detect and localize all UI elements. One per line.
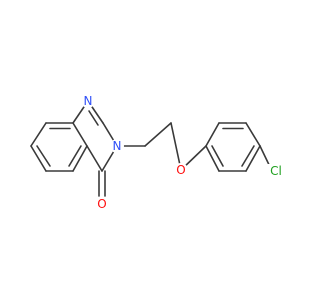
atom-o-ether-label: O: [176, 163, 185, 177]
atom-cl: Cl: [266, 164, 284, 179]
molecule-structure-canvas: N N O O Cl: [30, 94, 284, 211]
bond-layer: [30, 100, 273, 197]
bond-benzo-4: [72, 145, 88, 172]
bond-benzo-1: [30, 122, 47, 147]
bond-aryl-1: [205, 122, 220, 147]
bond-ch2-o: [170, 122, 182, 171]
atom-o-ether: O: [174, 163, 188, 177]
bond-aryl-double-3: [211, 145, 224, 167]
bond-c4-c4a: [86, 145, 103, 172]
atom-cl-label: Cl: [270, 164, 282, 178]
bond-aryl-6: [205, 145, 220, 172]
bond-aryl-3: [245, 122, 261, 147]
atom-n3: N: [110, 139, 124, 153]
atom-n1-label: N: [84, 94, 93, 108]
atom-o-carbonyl: O: [95, 197, 109, 211]
bond-benzo-double-2: [36, 145, 51, 167]
bond-aryl-4: [245, 145, 261, 172]
bond-n1-c2-double: [88, 110, 99, 126]
atom-n3-label: N: [113, 139, 122, 153]
atom-n1: N: [81, 94, 95, 108]
bond-aryl-double-2: [241, 145, 255, 167]
bond-benzo-5: [72, 122, 88, 147]
bond-benzo-double-3: [68, 145, 82, 167]
bond-ch2-ch2: [144, 122, 172, 147]
bond-benzo-2: [30, 145, 47, 172]
atom-o-carbonyl-label: O: [97, 197, 106, 211]
atom-label-layer: N N O O Cl: [81, 94, 284, 211]
